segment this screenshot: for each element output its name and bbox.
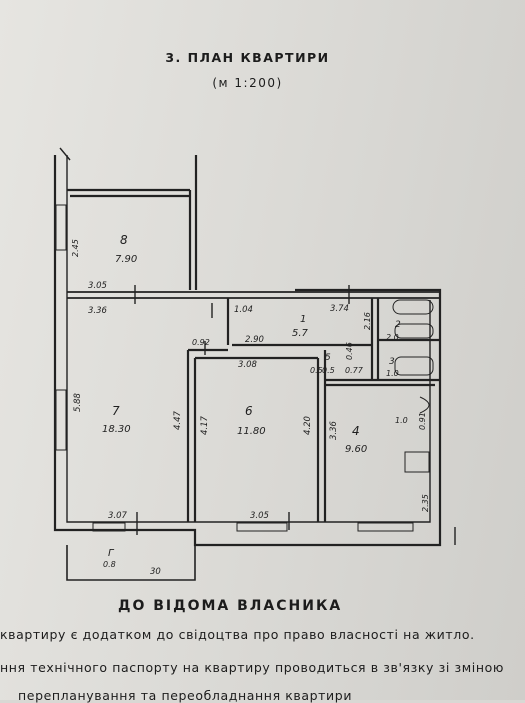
room3-area: 1.0: [386, 369, 399, 378]
dim-104: 1.04: [234, 305, 253, 315]
window-bottom-2: [236, 522, 288, 532]
window-bottom-3: [357, 522, 414, 532]
dim-305: 3.05: [88, 281, 107, 291]
room4-area: 9.60: [345, 444, 367, 455]
room8-number: 8: [120, 233, 128, 247]
tick: [59, 147, 71, 161]
balcony-side: [188, 155, 198, 290]
window-bottom-1: [92, 522, 126, 532]
dim-420: 4.20: [303, 416, 313, 435]
balcony-wall: [67, 188, 190, 198]
plan-scale: (м 1:200): [212, 76, 283, 90]
bathtub: [392, 299, 434, 315]
room8-area: 7.90: [115, 254, 137, 265]
room7-area: 18.30: [102, 424, 131, 435]
dim-05: 0.5: [310, 366, 323, 375]
room6-right: [316, 350, 327, 522]
dim-307: 3.07: [108, 511, 128, 521]
notice-line-1: квартиру є додатком до свідоцтва про пра…: [0, 627, 475, 642]
room5-area: 0.5: [322, 366, 335, 375]
kitchen-top: [325, 378, 440, 387]
dim-305b: 3.05: [250, 511, 269, 521]
dim-374: 3.74: [330, 304, 349, 314]
room1-bottom: [226, 298, 372, 347]
dim-588: 5.88: [73, 392, 83, 412]
kitchen-sink: [419, 396, 430, 414]
room1-area: 5.7: [292, 328, 309, 339]
notice-line-3: перепланування та переобладнання квартир…: [18, 688, 353, 703]
room6-number: 6: [245, 404, 253, 418]
room1-number: 1: [300, 314, 306, 325]
dim-092: 0.92: [192, 338, 210, 347]
plan-title: 3. ПЛАН КВАРТИРИ: [165, 50, 330, 65]
room4-number: 4: [352, 424, 360, 438]
room3-number: 3: [389, 357, 395, 367]
sink: [394, 356, 434, 376]
room6-area: 11.80: [237, 426, 266, 437]
dim-10: 1.0: [395, 416, 408, 425]
wall-double: [66, 155, 431, 523]
dim-336: 3.36: [88, 306, 108, 316]
room6-wall: [186, 350, 197, 522]
notice-heading: ДО ВІДОМА ВЛАСНИКА: [118, 598, 343, 614]
dim-245: 2.45: [71, 239, 80, 257]
dim-077: 0.77: [345, 366, 364, 375]
loggia-area: 0.8: [103, 560, 116, 569]
dim-447: 4.47: [173, 410, 183, 430]
loggia-number: Г: [108, 548, 115, 559]
toilet: [394, 323, 434, 339]
dim-30: 30: [150, 567, 161, 577]
window-left-2: [55, 389, 67, 451]
dim-336v: 3.36: [329, 420, 339, 440]
room2-number: 2: [395, 320, 401, 330]
room5-number: 5: [325, 353, 331, 363]
dim-216: 2.16: [363, 312, 372, 330]
dim-046: 0.46: [345, 342, 354, 360]
outer-wall: [53, 155, 442, 547]
stove: [404, 451, 430, 473]
loggia: [66, 545, 196, 581]
dim-235: 2.35: [421, 494, 430, 512]
dim-091: 0.91: [418, 412, 427, 430]
dim-417: 4.17: [200, 415, 210, 435]
room7-number: 7: [112, 404, 120, 418]
notice-line-2: ння технічного паспорту на квартиру пров…: [0, 660, 504, 675]
bath-wall: [370, 298, 380, 380]
room2-area: 2.0: [386, 333, 399, 342]
dim-290: 2.90: [245, 335, 264, 345]
room6-top: [188, 348, 318, 360]
window-left-1: [55, 204, 67, 251]
dim-308: 3.08: [238, 360, 258, 370]
corridor-wall: [67, 291, 440, 299]
